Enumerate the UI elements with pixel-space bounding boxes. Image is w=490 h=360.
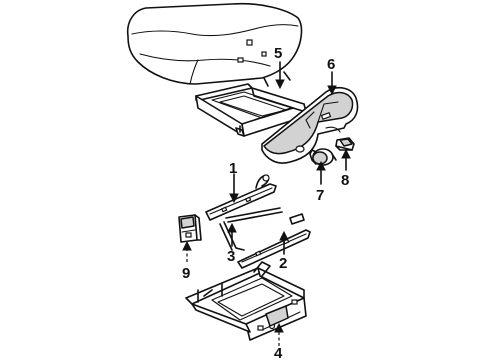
label-part-3: 3 [227, 248, 235, 265]
label-part-6: 6 [327, 56, 335, 73]
label-part-8: 8 [341, 172, 349, 189]
label-part-5: 5 [274, 45, 282, 62]
switch-cover [178, 214, 202, 243]
seat-cushion [126, 2, 303, 85]
label-part-7: 7 [316, 187, 324, 204]
cushion-frame [195, 71, 307, 137]
lever-clip [335, 137, 355, 151]
seat-track-adjuster [205, 174, 311, 269]
side-shield [261, 86, 359, 164]
label-part-9: 9 [182, 265, 190, 282]
label-part-2: 2 [279, 255, 287, 272]
label-part-1: 1 [229, 160, 237, 177]
seat-base-frame [185, 261, 307, 341]
leader-lines [182, 61, 351, 346]
recliner-knob [309, 148, 337, 166]
label-part-4: 4 [274, 345, 283, 360]
